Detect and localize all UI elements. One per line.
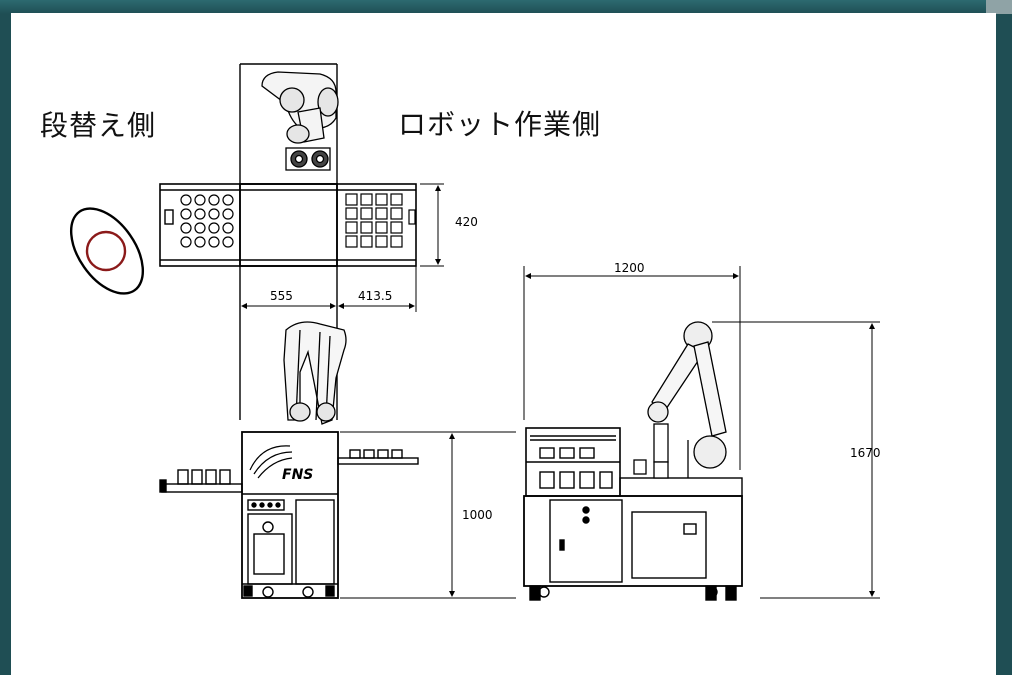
- fns-logo-text: FNS: [282, 467, 313, 483]
- dimension-width-top: [241, 266, 417, 312]
- robot-work-side-label: ロボット作業側: [398, 108, 602, 141]
- dim-1000-label: 1000: [462, 508, 493, 522]
- fns-logo-icon: [249, 445, 293, 479]
- dim-1670-label: 1670: [850, 446, 881, 460]
- front-view: [159, 321, 516, 599]
- dim-413-label: 413.5: [358, 289, 392, 303]
- dimension-420: [420, 183, 444, 267]
- right-tray: [345, 193, 416, 248]
- robot-arm-top-view: [261, 71, 339, 171]
- dimension-1670: [712, 321, 880, 599]
- drawing-sheet: [11, 13, 996, 675]
- dim-420-label: 420: [455, 215, 478, 229]
- left-tray: [164, 194, 234, 248]
- dimension-1200: [523, 266, 741, 470]
- dim-1200-label: 1200: [614, 261, 645, 275]
- top-view: [159, 63, 444, 420]
- window-corner: [986, 0, 1012, 14]
- side-view: [523, 266, 880, 601]
- window-top-band: [0, 0, 1012, 14]
- dim-555-label: 555: [270, 289, 293, 303]
- orientation-marker-icon: [69, 207, 145, 295]
- changeover-side-label: 段替え側: [40, 109, 157, 142]
- robot-arm-front: [283, 321, 347, 425]
- dimension-1000: [340, 431, 516, 599]
- robot-arm-side: [633, 321, 727, 479]
